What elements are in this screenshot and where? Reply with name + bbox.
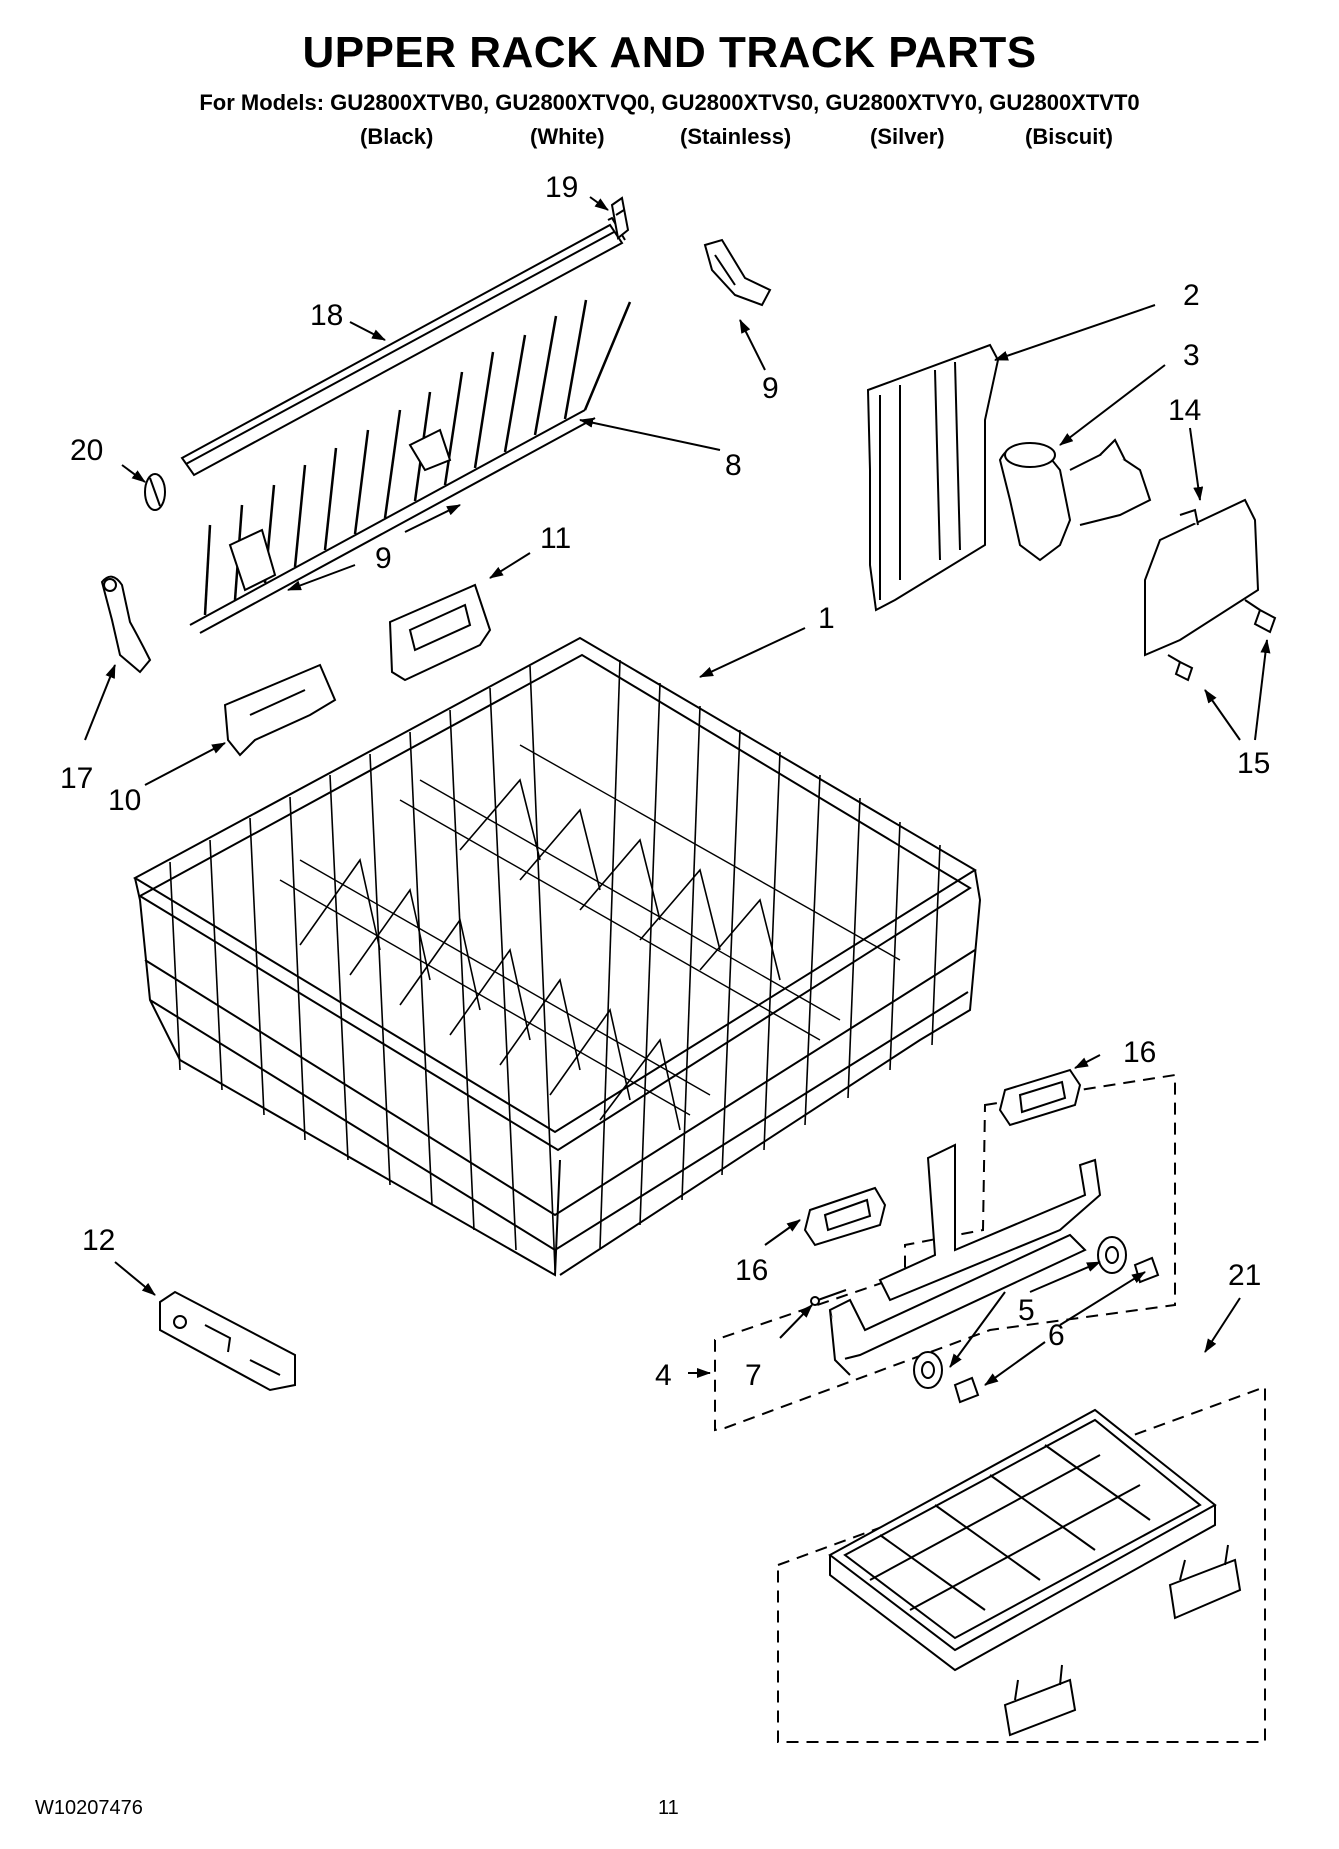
color-label-black: (Black) <box>360 124 434 149</box>
part-17-clip <box>100 575 152 674</box>
callout-21: 21 <box>1228 1259 1261 1292</box>
models-line: For Models: GU2800XTVB0, GU2800XTVQ0, GU… <box>199 90 1140 115</box>
part-7-screw <box>810 1289 847 1306</box>
part-10-bracket <box>223 663 337 757</box>
color-label-stainless: (Stainless) <box>680 124 792 149</box>
part-12-bracket <box>159 1290 296 1392</box>
tray-bracket-left <box>1003 1664 1077 1737</box>
part-4-track <box>828 1143 1102 1376</box>
callout-6: 6 <box>1048 1319 1065 1352</box>
part-5-wheels <box>913 1236 1127 1389</box>
color-label-white: (White) <box>530 124 605 149</box>
leader-lines <box>84 196 1271 1386</box>
part-2-side-bracket <box>866 343 1000 612</box>
part-3-adjuster <box>998 438 1152 562</box>
callout-2: 2 <box>1183 279 1200 312</box>
callout-20: 20 <box>70 434 103 467</box>
callout-9-top: 9 <box>762 372 779 405</box>
callout-17: 17 <box>60 762 93 795</box>
callout-16-lower: 16 <box>735 1254 768 1287</box>
part-14-cover <box>1144 498 1260 657</box>
tray-bracket-right <box>1168 1544 1242 1620</box>
color-label-biscuit: (Biscuit) <box>1025 124 1113 149</box>
part-19-clip <box>610 196 630 240</box>
part-9-clip-top <box>703 238 772 307</box>
part-16-clip-lower <box>803 1186 887 1247</box>
callout-16-upper: 16 <box>1123 1036 1156 1069</box>
callout-4: 4 <box>655 1359 672 1392</box>
part-1-upper-rack <box>132 636 982 1277</box>
color-label-silver: (Silver) <box>870 124 945 149</box>
part-11-bracket <box>388 583 492 682</box>
callout-11: 11 <box>540 522 571 555</box>
callout-8: 8 <box>725 449 742 482</box>
document-number: W10207476 <box>35 1797 143 1819</box>
part-18-rail <box>180 216 626 477</box>
part-16-clip-upper <box>998 1068 1082 1127</box>
callout-10: 10 <box>108 784 141 817</box>
callout-15: 15 <box>1237 747 1270 780</box>
callout-7: 7 <box>745 1359 762 1392</box>
callout-19: 19 <box>545 171 578 204</box>
part-8-tine-row <box>189 299 632 634</box>
page-number: 11 <box>658 1797 679 1819</box>
part-15-screws <box>1167 599 1277 682</box>
callout-1: 1 <box>818 602 835 635</box>
page-title: UPPER RACK AND TRACK PARTS <box>302 28 1037 77</box>
callout-3: 3 <box>1183 339 1200 372</box>
callout-14: 14 <box>1168 394 1201 427</box>
track-assembly-box <box>714 1073 1176 1432</box>
part-21-tray <box>777 1385 1266 1743</box>
callout-18: 18 <box>310 299 343 332</box>
callout-5: 5 <box>1018 1294 1035 1327</box>
part-20-end-cap <box>144 473 166 511</box>
callout-9-mid: 9 <box>375 542 392 575</box>
callout-12: 12 <box>82 1224 115 1257</box>
